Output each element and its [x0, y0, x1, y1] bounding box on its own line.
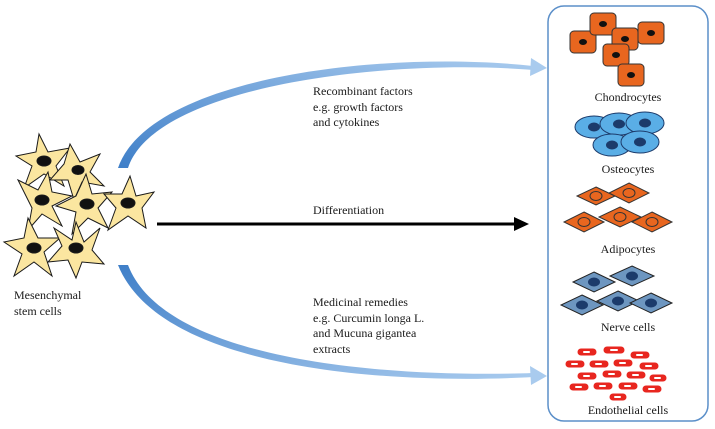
nerve-cells-caption: Nerve cells — [600, 320, 656, 334]
top-pathway-line: and cytokines — [313, 115, 380, 129]
stem-cell — [2, 216, 62, 278]
bottom-pathway-label: Medicinal remedies e.g. Curcumin longa L… — [313, 295, 424, 357]
stem-cell — [46, 220, 106, 280]
bottom-pathway-line: Medicinal remedies — [313, 295, 408, 309]
stem-cell — [54, 172, 114, 236]
endothelial-cells-icon — [565, 346, 667, 401]
chondrocytes-caption: Chondrocytes — [594, 90, 662, 104]
stem-cell — [102, 174, 156, 232]
bottom-pathway-line: extracts — [313, 341, 351, 356]
adipocytes-icon — [562, 182, 674, 233]
top-pathway-line: Recombinant factors — [313, 84, 413, 98]
differentiation-label: Differentiation — [313, 203, 385, 217]
stem-cells-label: Mesenchymal stem cells — [14, 288, 81, 319]
top-curved-arrow — [118, 58, 547, 168]
nerve-cells-icon — [559, 265, 674, 316]
osteocytes-icon — [574, 111, 665, 157]
bottom-pathway-line: and Mucuna gigantea — [313, 326, 417, 340]
bottom-curved-arrow — [118, 265, 547, 385]
stem-cell — [16, 170, 74, 232]
stem-cell — [48, 142, 106, 202]
adipocytes-caption: Adipocytes — [600, 242, 656, 256]
top-pathway-line: e.g. growth factors — [313, 99, 403, 114]
osteocytes-caption: Osteocytes — [601, 162, 655, 176]
endothelial-cells-caption: Endothelial cells — [587, 403, 669, 417]
cell-types-panel — [547, 5, 709, 422]
differentiation-arrow — [157, 217, 529, 231]
mesenchymal-stem-cells — [2, 132, 156, 280]
bottom-pathway-line: e.g. Curcumin longa L. — [313, 310, 425, 325]
top-pathway-label: Recombinant factors e.g. growth factors … — [313, 84, 413, 131]
chondrocytes-icon — [569, 12, 665, 87]
stem-cells-label-line: Mesenchymal — [14, 288, 82, 302]
stem-cells-label-line: stem cells — [14, 303, 62, 318]
